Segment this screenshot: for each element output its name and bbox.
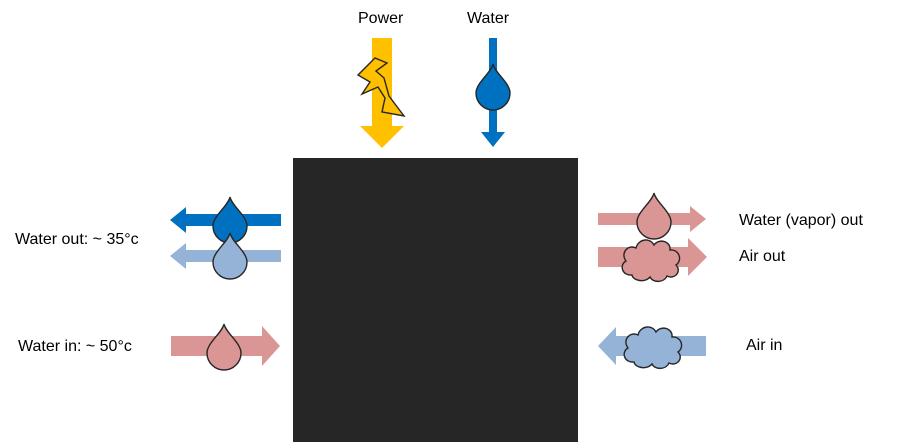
air-out-label: Air out (739, 248, 786, 265)
water-label: Water (467, 10, 510, 27)
lightning-icon (356, 57, 406, 118)
water-drop-icon (206, 323, 242, 371)
water-out-label: Water out: ~ 35°c (15, 231, 139, 248)
water-drop-icon (636, 192, 672, 240)
power-label: Power (358, 10, 404, 27)
cloud-icon (621, 239, 681, 283)
water-in-label: Water in: ~ 50°c (18, 338, 132, 355)
air-in-label: Air in (746, 337, 783, 354)
water-drop-icon (475, 63, 511, 111)
water-drop-icon (212, 232, 248, 280)
water-vapor-out-label: Water (vapor) out (739, 212, 863, 229)
cloud-icon (623, 326, 683, 370)
cooling-unit-box (293, 158, 578, 442)
